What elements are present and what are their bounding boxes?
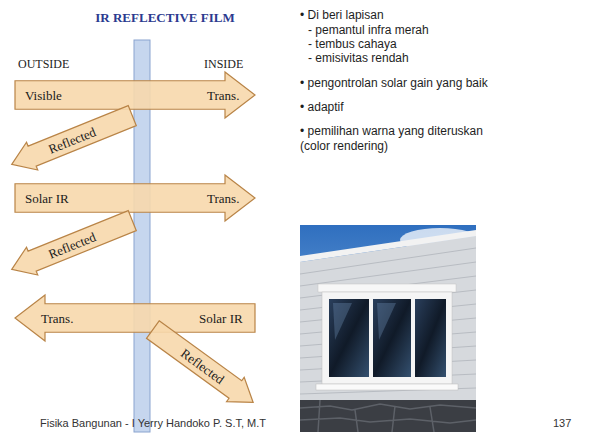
window-sill [316,384,458,390]
side-label: INSIDE [204,57,243,72]
window-head [318,284,456,292]
bullet-item: • pemilihan warna yang diteruskan (color… [300,124,500,154]
house-wall [300,236,476,432]
arrow-body [15,175,255,221]
arrow-shape: Solar IR Trans. [15,175,255,221]
arrow-shape: Reflected [6,102,138,179]
sub-item: - pemantul infra merah [308,23,429,38]
stone-base [300,400,476,432]
arrow-label: Trans. [41,311,73,326]
arrow-label: Visible [25,88,62,103]
bullet-item: • pengontrolan solar gain yang baik [300,76,488,91]
arrow-body [144,317,262,414]
window-photo [300,225,476,432]
bullet-item: • adaptif [300,100,344,115]
arrow-body [15,72,255,118]
arrow-label: Trans. [207,191,239,206]
roof-trim [300,230,476,262]
bullet-item: • Di beri lapisan [300,8,384,23]
arrow-shape: Trans. Solar IR [15,295,255,341]
window-frame [322,292,452,384]
arrow-label: Solar IR [25,191,69,206]
arrow-label: Trans. [207,88,239,103]
glass-reflection [333,303,352,340]
footer-text: Fisika Bangunan - I Yerry Handoko P. S.T… [40,416,266,430]
window-pane [415,299,446,377]
side-label: OUTSIDE [18,57,69,72]
page-number: 137 [553,416,571,430]
stone-joints [300,400,476,432]
sub-item: - tembus cahaya [308,37,397,52]
arrow-body [6,102,138,179]
sky [300,225,476,432]
arrow-label: Solar IR [199,311,243,326]
window-pane [373,299,411,377]
arrow-shape: Reflected [6,207,138,284]
glass-reflection [377,303,396,340]
arrow-shape: Visible Trans. [15,72,255,118]
sub-item: - emisivitas rendah [308,51,409,66]
siding-lines [300,248,476,394]
arrow-body [15,295,255,341]
window-pane [329,299,369,377]
diagram-title: IR REFLECTIVE FILM [70,10,260,26]
arrow-body [6,207,138,284]
